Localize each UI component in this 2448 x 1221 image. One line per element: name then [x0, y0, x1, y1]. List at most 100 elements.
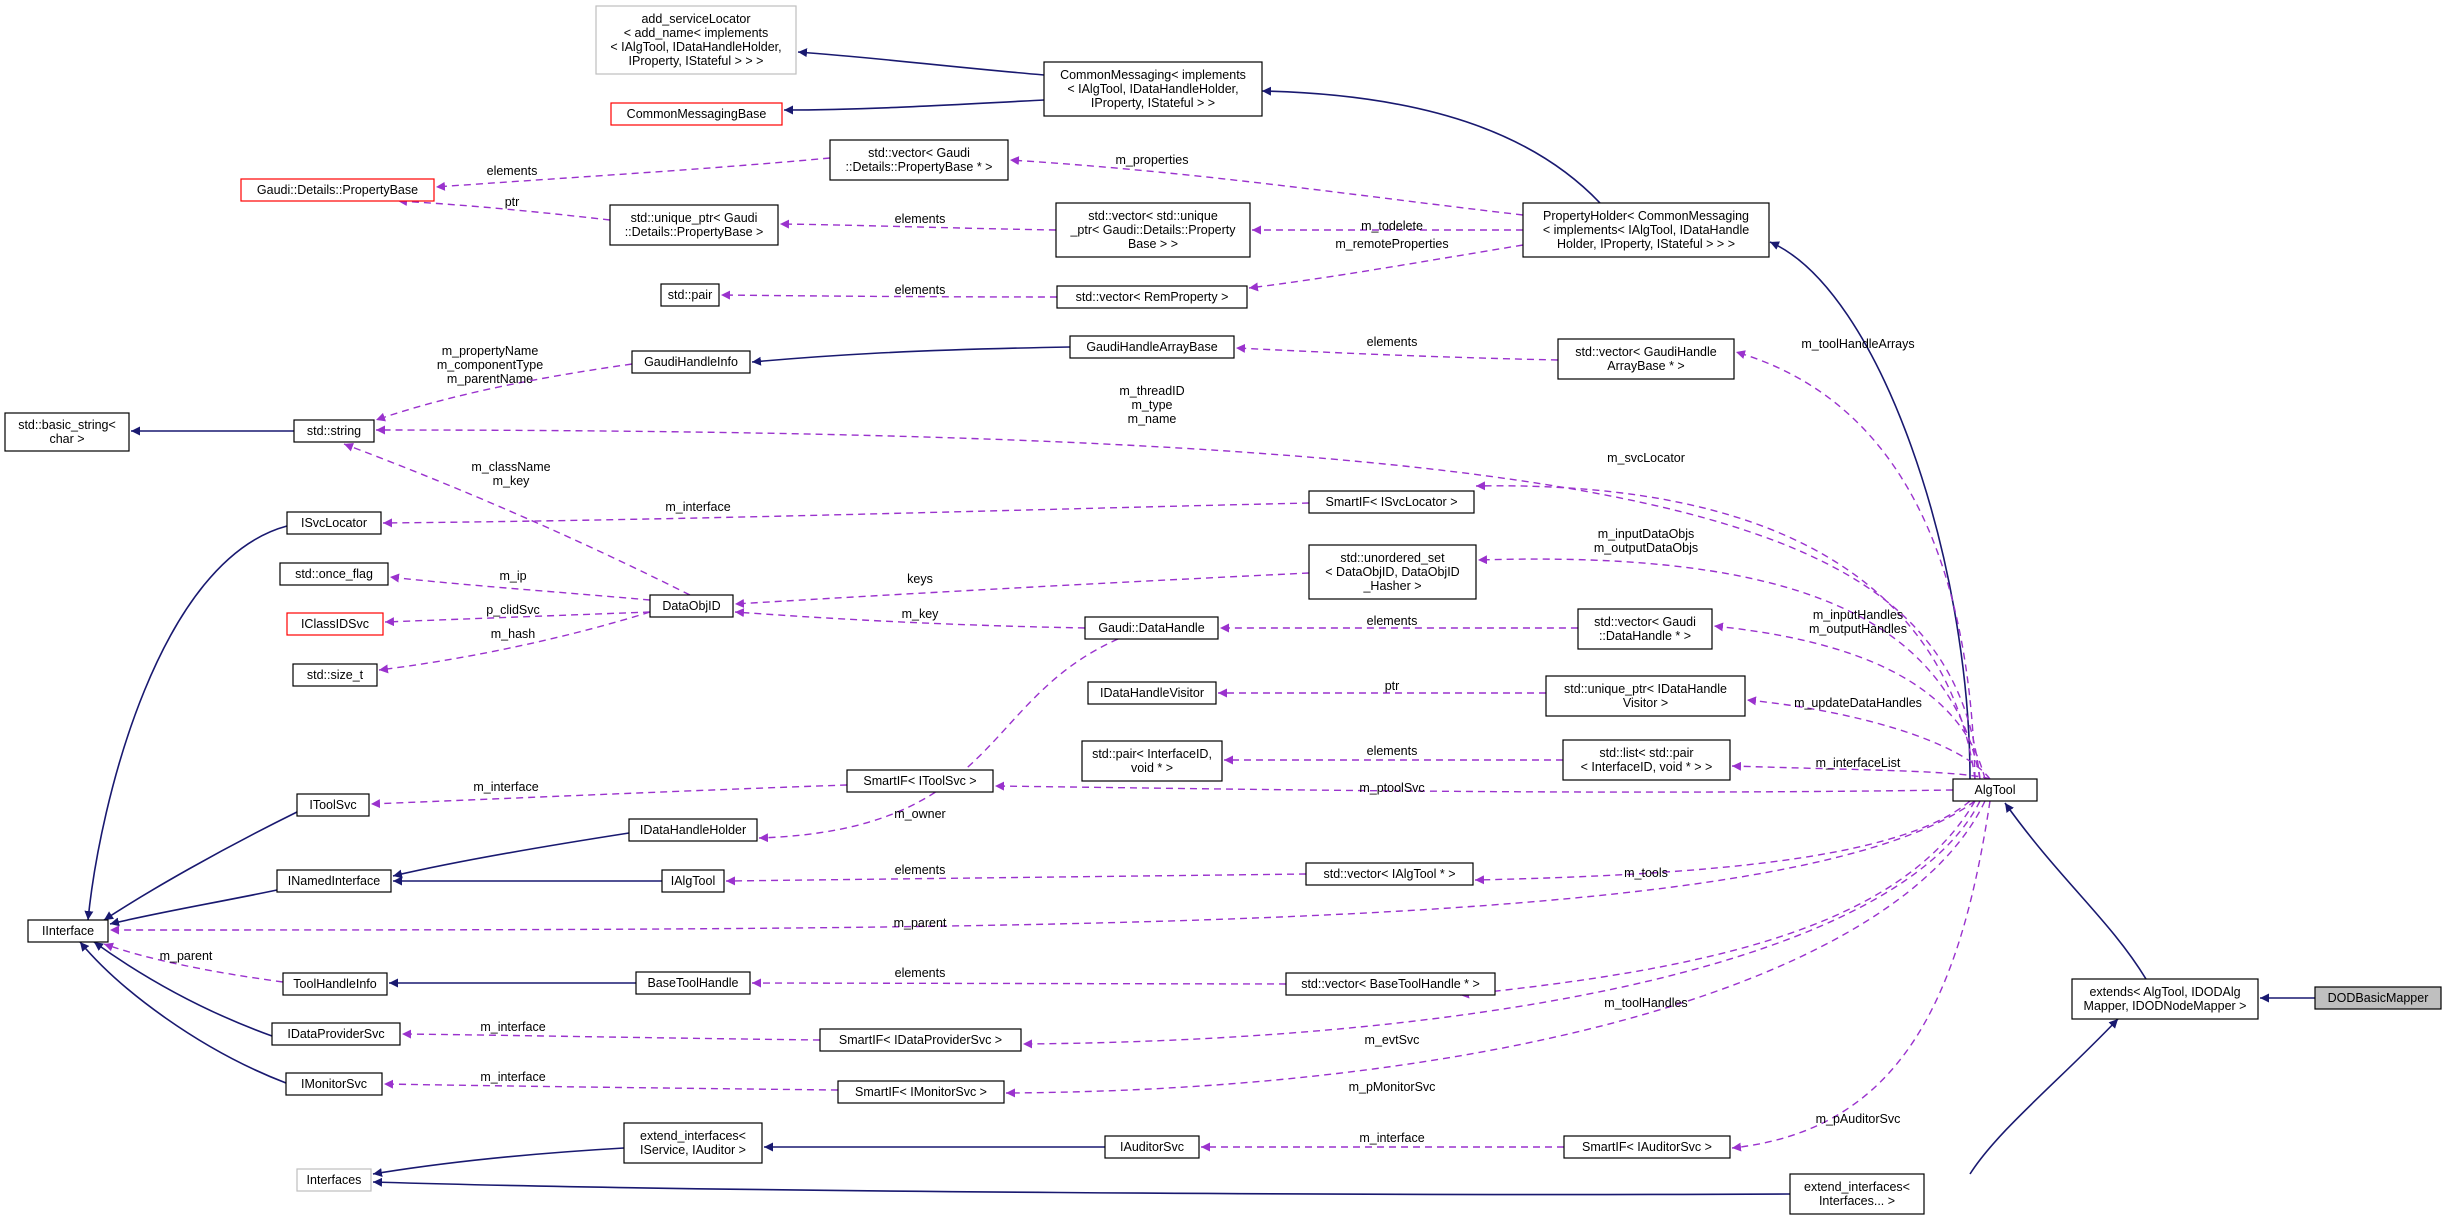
class-node-box[interactable]	[1308, 490, 1475, 514]
class-node-box[interactable]	[1563, 1135, 1731, 1159]
class-node-PropertyHolder[interactable]: PropertyHolder< CommonMessaging< impleme…	[1522, 202, 1770, 258]
class-node-box[interactable]	[1305, 862, 1474, 886]
class-node-box[interactable]	[1545, 675, 1746, 717]
class-node-box[interactable]	[1043, 61, 1263, 117]
class-node-box[interactable]	[649, 594, 734, 618]
class-node-box[interactable]	[595, 5, 797, 75]
class-node-box[interactable]	[296, 793, 370, 817]
class-node-unordered-set[interactable]: std::unordered_set< DataObjID, DataObjID…	[1308, 544, 1477, 600]
class-node-DataHandle[interactable]: Gaudi::DataHandle	[1084, 616, 1219, 640]
class-node-box[interactable]	[1522, 202, 1770, 258]
class-node-box[interactable]	[609, 204, 779, 246]
class-node-box[interactable]	[819, 1028, 1022, 1052]
class-node-box[interactable]	[829, 139, 1009, 181]
class-node-box[interactable]	[286, 511, 382, 535]
class-node-GaudiHandleArrayBase[interactable]: GaudiHandleArrayBase	[1069, 335, 1235, 359]
class-node-box[interactable]	[635, 971, 751, 995]
class-node-box[interactable]	[1087, 681, 1217, 705]
class-node-box[interactable]	[27, 919, 109, 943]
class-node-box[interactable]	[631, 350, 751, 374]
class-node-PropertyBase[interactable]: Gaudi::Details::PropertyBase	[240, 178, 435, 202]
class-node-box[interactable]	[660, 283, 720, 307]
class-node-ToolHandleInfo[interactable]: ToolHandleInfo	[282, 972, 388, 996]
class-node-box[interactable]	[285, 1072, 383, 1096]
class-node-box[interactable]	[279, 562, 389, 586]
class-node-box[interactable]	[1056, 285, 1248, 309]
class-node-box[interactable]	[1952, 778, 2038, 802]
class-node-BaseToolHandle[interactable]: BaseToolHandle	[635, 971, 751, 995]
class-node-uptr-PropertyBase[interactable]: std::unique_ptr< Gaudi::Details::Propert…	[609, 204, 779, 246]
class-node-ISvcLocator[interactable]: ISvcLocator	[286, 511, 382, 535]
class-node-SmartIF-IDataProviderSvc[interactable]: SmartIF< IDataProviderSvc >	[819, 1028, 1022, 1052]
class-node-box[interactable]	[1069, 335, 1235, 359]
class-node-pair[interactable]: std::pair	[660, 283, 720, 307]
class-node-string[interactable]: std::string	[293, 419, 375, 443]
class-node-box[interactable]	[661, 869, 725, 893]
class-node-pair-InterfaceID[interactable]: std::pair< InterfaceID,void * >	[1081, 740, 1223, 782]
class-node-box[interactable]	[628, 818, 758, 842]
class-node-SmartIF-ISvcLocator[interactable]: SmartIF< ISvcLocator >	[1308, 490, 1475, 514]
class-node-IDataHandleVisitor[interactable]: IDataHandleVisitor	[1087, 681, 1217, 705]
class-node-size-t[interactable]: std::size_t	[292, 663, 378, 687]
class-node-box[interactable]	[1789, 1173, 1925, 1215]
class-node-INamedInterface[interactable]: INamedInterface	[276, 869, 392, 893]
class-node-SmartIF-IAuditorSvc[interactable]: SmartIF< IAuditorSvc >	[1563, 1135, 1731, 1159]
class-node-box[interactable]	[4, 412, 130, 452]
class-node-box[interactable]	[1562, 739, 1731, 781]
class-node-IDataProviderSvc[interactable]: IDataProviderSvc	[271, 1022, 401, 1046]
class-node-SmartIF-IMonitorSvc[interactable]: SmartIF< IMonitorSvc >	[837, 1080, 1005, 1104]
class-node-box[interactable]	[296, 1168, 372, 1192]
class-node-DODBasicMapper[interactable]: DODBasicMapper	[2314, 986, 2442, 1010]
class-node-box[interactable]	[623, 1122, 763, 1164]
class-node-SmartIF-IToolSvc[interactable]: SmartIF< IToolSvc >	[846, 769, 994, 793]
class-node-box[interactable]	[1285, 972, 1496, 996]
class-node-box[interactable]	[271, 1022, 401, 1046]
class-node-box[interactable]	[1577, 608, 1713, 650]
class-node-box[interactable]	[846, 769, 994, 793]
class-node-CommonMessagingBase[interactable]: CommonMessagingBase	[610, 102, 783, 126]
class-node-Interfaces[interactable]: Interfaces	[296, 1168, 372, 1192]
class-node-box[interactable]	[286, 612, 384, 636]
class-node-IToolSvc[interactable]: IToolSvc	[296, 793, 370, 817]
class-node-box[interactable]	[1055, 202, 1251, 258]
class-node-add-serviceLocator[interactable]: add_serviceLocator< add_name< implements…	[595, 5, 797, 75]
class-node-box[interactable]	[1081, 740, 1223, 782]
class-node-GaudiHandleInfo[interactable]: GaudiHandleInfo	[631, 350, 751, 374]
class-node-extend-interfaces-IService[interactable]: extend_interfaces<IService, IAuditor >	[623, 1122, 763, 1164]
class-node-box[interactable]	[1104, 1135, 1200, 1159]
class-node-vec-DataHandle[interactable]: std::vector< Gaudi::DataHandle * >	[1577, 608, 1713, 650]
class-node-IClassIDSvc[interactable]: IClassIDSvc	[286, 612, 384, 636]
class-node-basic-string[interactable]: std::basic_string<char >	[4, 412, 130, 452]
class-node-box[interactable]	[2071, 978, 2259, 1020]
class-node-box[interactable]	[1084, 616, 1219, 640]
class-node-IAuditorSvc[interactable]: IAuditorSvc	[1104, 1135, 1200, 1159]
class-node-vec-BaseToolHandle[interactable]: std::vector< BaseToolHandle * >	[1285, 972, 1496, 996]
class-node-IMonitorSvc[interactable]: IMonitorSvc	[285, 1072, 383, 1096]
class-node-once-flag[interactable]: std::once_flag	[279, 562, 389, 586]
class-node-box[interactable]	[837, 1080, 1005, 1104]
class-node-list-pair[interactable]: std::list< std::pair< InterfaceID, void …	[1562, 739, 1731, 781]
class-node-extend-interfaces-Interfaces[interactable]: extend_interfaces<Interfaces... >	[1789, 1173, 1925, 1215]
class-node-vec-uptr-PropertyBase[interactable]: std::vector< std::unique_ptr< Gaudi::Det…	[1055, 202, 1251, 258]
class-node-vec-RemProperty[interactable]: std::vector< RemProperty >	[1056, 285, 1248, 309]
class-node-AlgTool[interactable]: AlgTool	[1952, 778, 2038, 802]
class-node-vec-PropertyBase[interactable]: std::vector< Gaudi::Details::PropertyBas…	[829, 139, 1009, 181]
class-node-IInterface[interactable]: IInterface	[27, 919, 109, 943]
class-node-vec-IAlgTool[interactable]: std::vector< IAlgTool * >	[1305, 862, 1474, 886]
class-node-uptr-IDataHandleVisitor[interactable]: std::unique_ptr< IDataHandleVisitor >	[1545, 675, 1746, 717]
class-node-box[interactable]	[282, 972, 388, 996]
class-node-box[interactable]	[293, 419, 375, 443]
class-node-vec-GaudiHandleArrayBase[interactable]: std::vector< GaudiHandleArrayBase * >	[1557, 338, 1735, 380]
class-node-box[interactable]	[2314, 986, 2442, 1010]
class-node-CommonMessaging[interactable]: CommonMessaging< implements< IAlgTool, I…	[1043, 61, 1263, 117]
class-node-box[interactable]	[610, 102, 783, 126]
class-node-box[interactable]	[240, 178, 435, 202]
class-node-box[interactable]	[292, 663, 378, 687]
class-node-DataObjID[interactable]: DataObjID	[649, 594, 734, 618]
class-node-box[interactable]	[1557, 338, 1735, 380]
class-node-box[interactable]	[1308, 544, 1477, 600]
class-node-IDataHandleHolder[interactable]: IDataHandleHolder	[628, 818, 758, 842]
class-node-box[interactable]	[276, 869, 392, 893]
class-node-IAlgTool[interactable]: IAlgTool	[661, 869, 725, 893]
